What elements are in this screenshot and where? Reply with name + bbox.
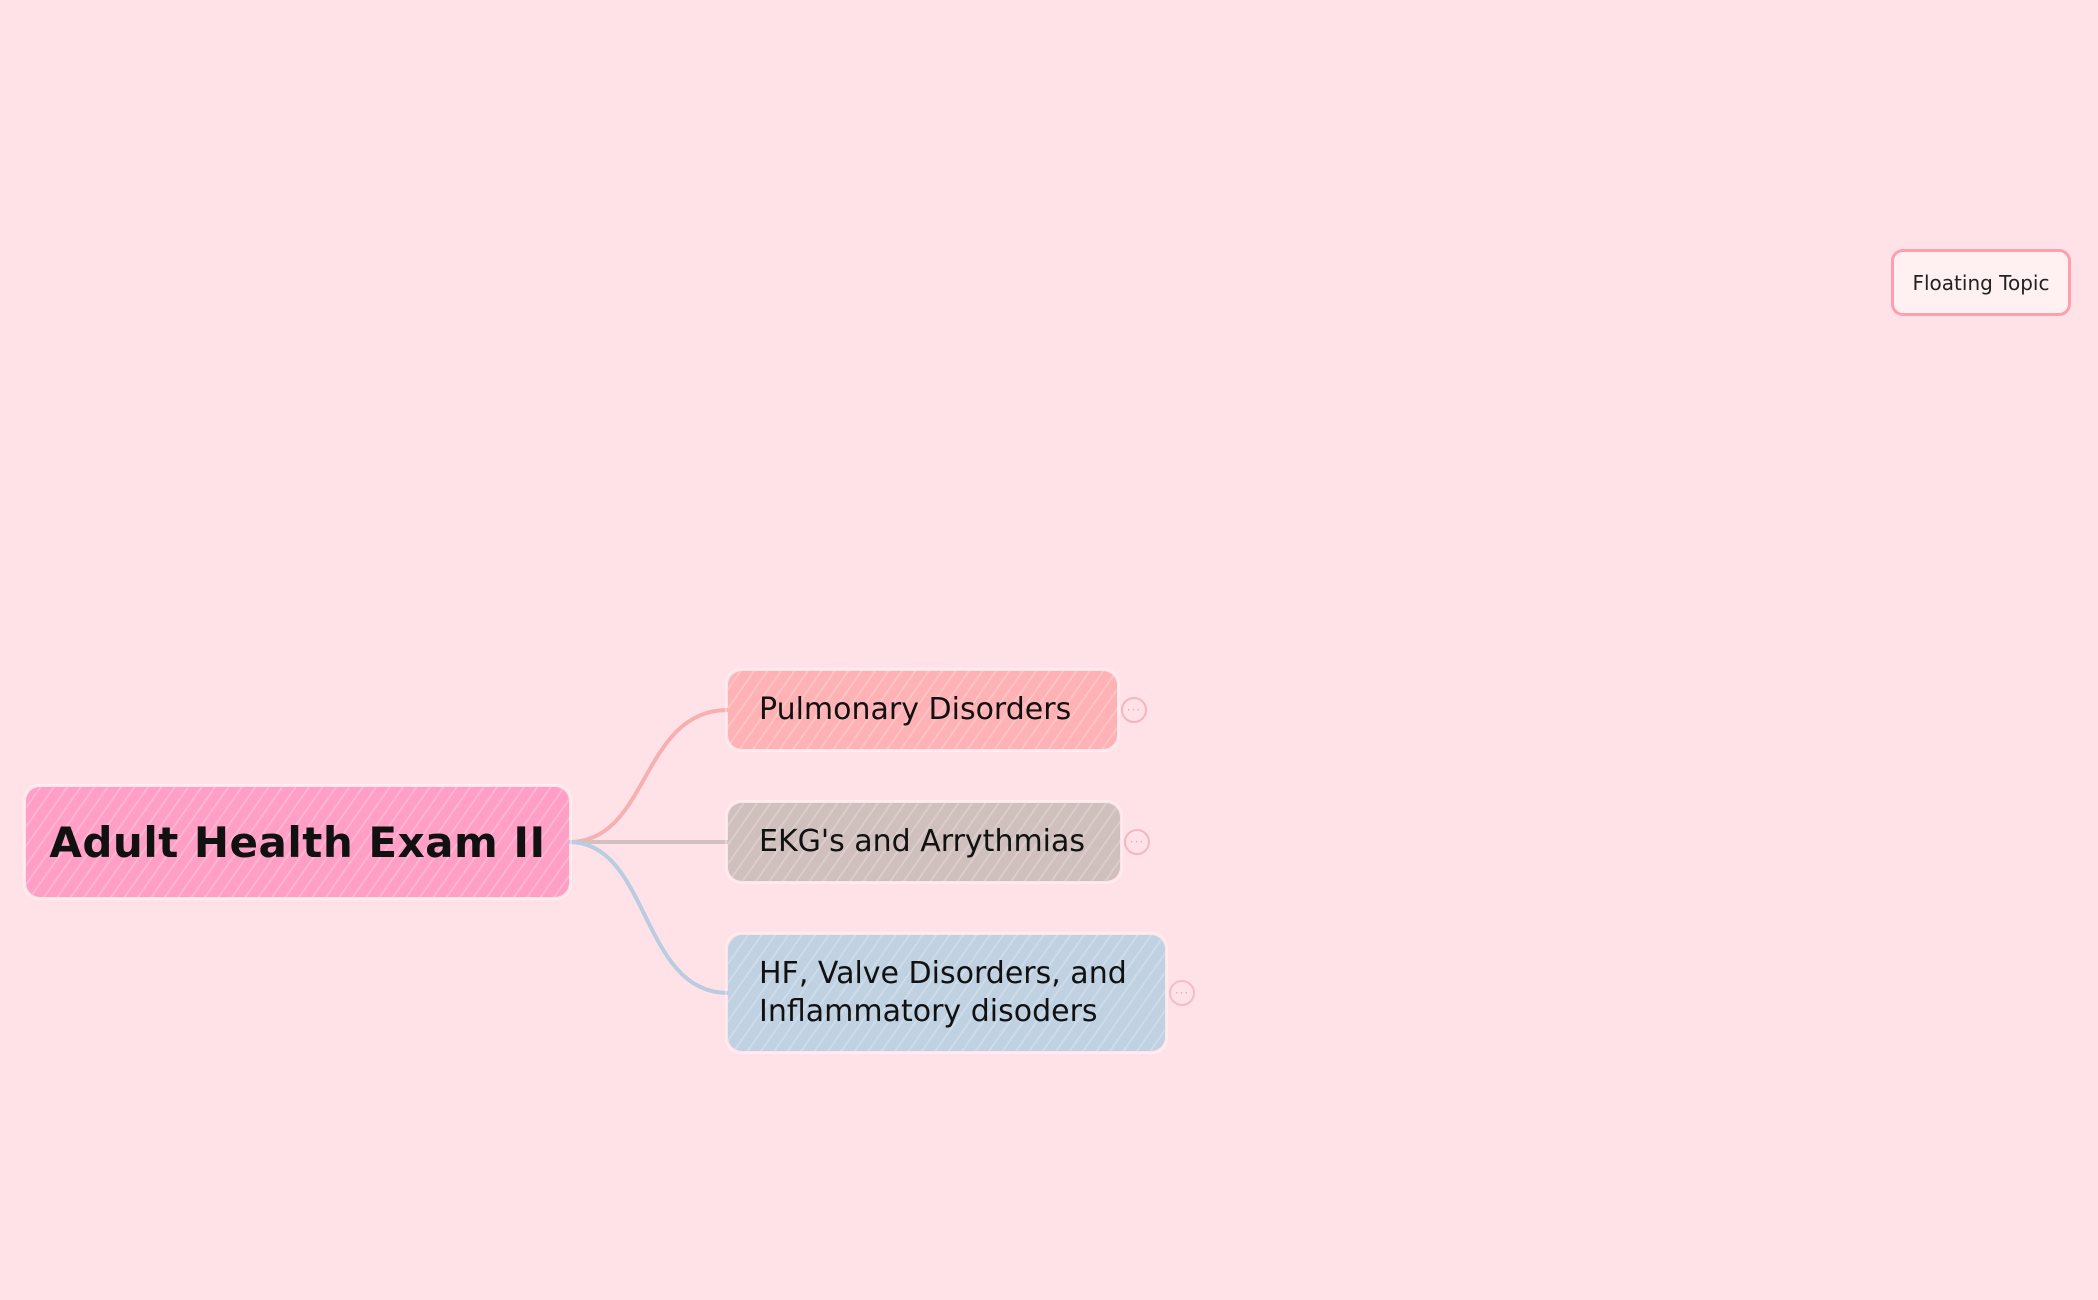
branch-topic-label: Pulmonary Disorders (759, 692, 1072, 727)
more-dots-icon[interactable]: ··· (1169, 980, 1195, 1006)
branch-topic-label: HF, Valve Disorders, and Inflammatory di… (759, 956, 1127, 1029)
more-dots-icon[interactable]: ··· (1124, 829, 1150, 855)
branch-topic-ekg-arrythmias[interactable]: EKG's and Arrythmias (725, 800, 1123, 884)
connector-pulmonary (568, 708, 729, 844)
floating-topic-label: Floating Topic (1912, 270, 2050, 295)
central-topic-label: Adult Health Exam II (49, 817, 546, 867)
more-dots-icon[interactable]: ··· (1121, 697, 1147, 723)
central-topic[interactable]: Adult Health Exam II (23, 784, 572, 900)
floating-topic[interactable]: Floating Topic (1891, 249, 2071, 316)
branch-topic-pulmonary-disorders[interactable]: Pulmonary Disorders (725, 668, 1120, 752)
branch-topic-label: EKG's and Arrythmias (759, 824, 1086, 859)
connector-hf (568, 840, 729, 995)
branch-topic-hf-valve-inflammatory[interactable]: HF, Valve Disorders, and Inflammatory di… (725, 932, 1168, 1054)
